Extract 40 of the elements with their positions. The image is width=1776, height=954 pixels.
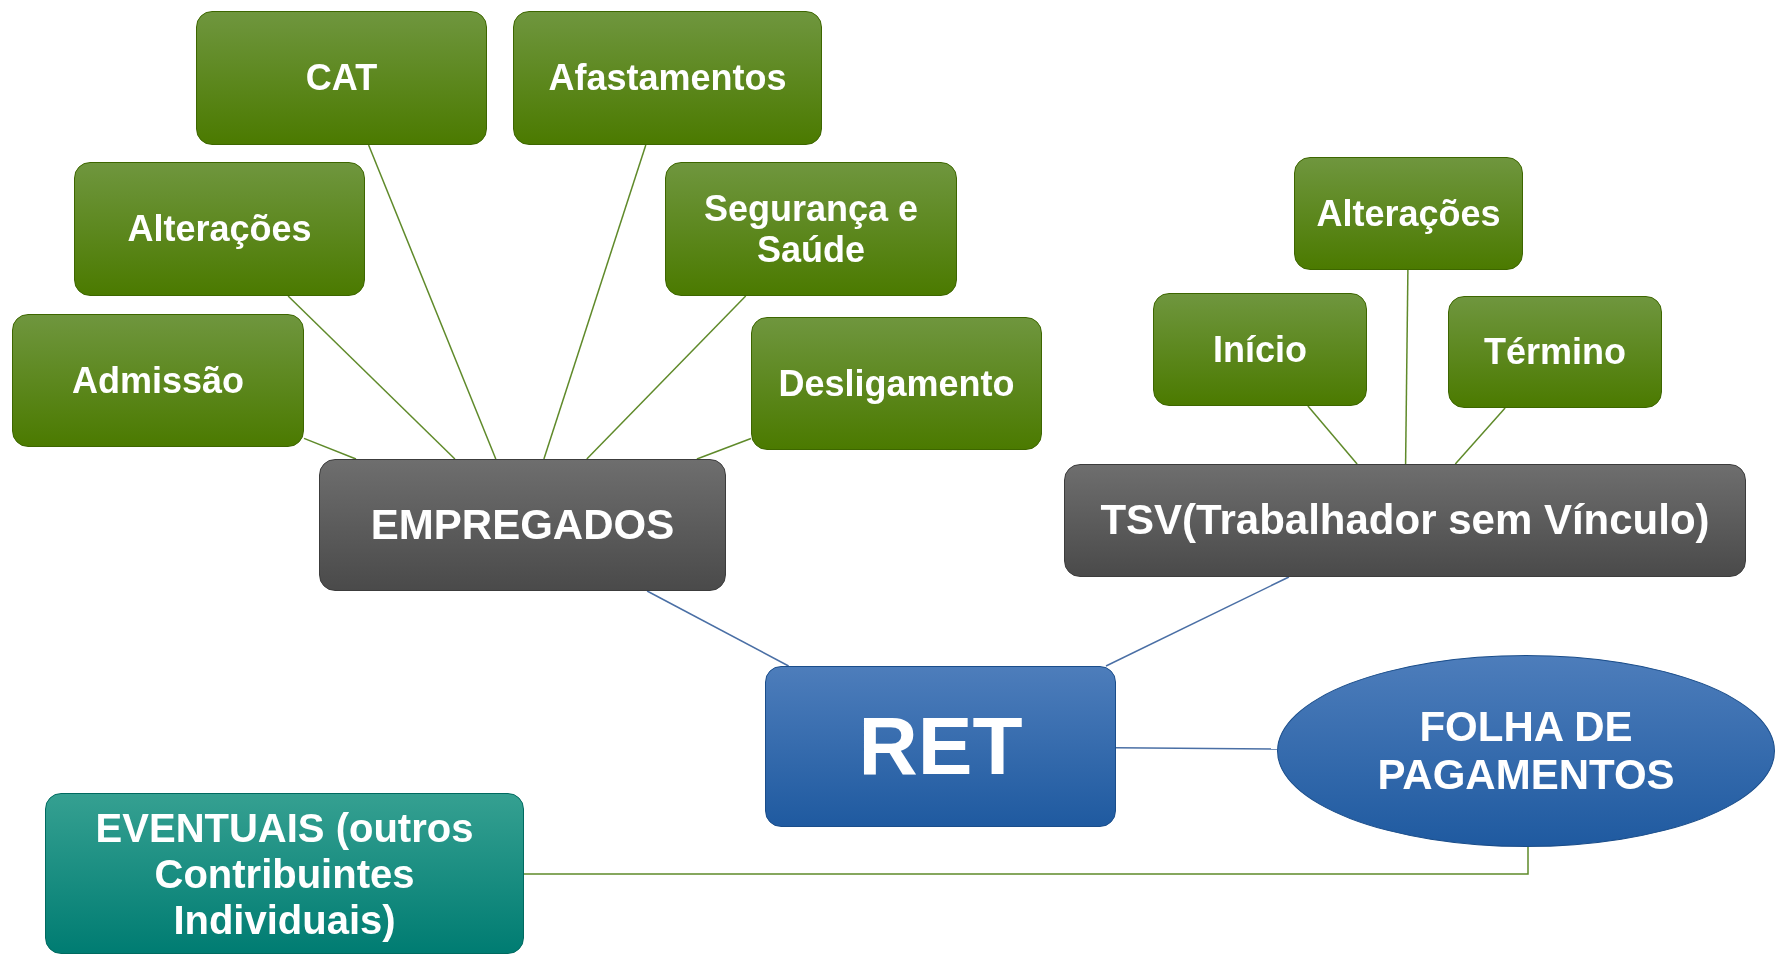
connector-line <box>523 846 1529 875</box>
connector-line <box>646 590 790 667</box>
connector-line <box>1115 747 1278 750</box>
topic-box <box>1153 293 1367 406</box>
node-label: EMPREGADOS <box>370 500 675 550</box>
node-label: Desligamento <box>778 362 1015 405</box>
connector-line <box>543 144 647 460</box>
node-label: Afastamentos <box>548 57 787 99</box>
connector-line <box>586 295 747 460</box>
node-label: Alterações <box>127 208 312 250</box>
topic-box <box>196 11 487 145</box>
connector-line <box>367 144 497 460</box>
topic-box <box>1294 157 1523 270</box>
node-label: Segurança e Saúde <box>702 187 920 271</box>
node-label: Admissão <box>71 359 245 402</box>
hub-box <box>765 666 1116 827</box>
topic-box <box>12 314 304 447</box>
category-box <box>319 459 726 591</box>
connector-line <box>303 437 357 460</box>
topic-box <box>665 162 957 296</box>
connector-line <box>1307 405 1358 465</box>
connector-line <box>1105 576 1290 667</box>
node-label: Término <box>1484 331 1626 373</box>
node-label: EVENTUAIS (outros Contribuintes Individuais) <box>94 804 475 943</box>
category-box <box>1064 464 1746 577</box>
connector-line <box>287 295 456 460</box>
node-label: FOLHA DE PAGAMENTOS <box>1376 702 1676 800</box>
topic-box <box>74 162 365 296</box>
connector-line <box>1404 269 1409 465</box>
connector-line <box>696 437 752 460</box>
topic-box <box>513 11 822 145</box>
topic-box <box>1448 296 1662 408</box>
node-label: Início <box>1213 328 1307 371</box>
node-label: TSV(Trabalhador sem Vínculo) <box>1100 496 1710 545</box>
node-label: CAT <box>305 57 378 99</box>
topic-box <box>751 317 1042 450</box>
topic-box <box>45 793 524 954</box>
node-label: Alterações <box>1316 192 1501 235</box>
connector-line <box>1454 407 1506 465</box>
node-label: RET <box>858 699 1023 794</box>
